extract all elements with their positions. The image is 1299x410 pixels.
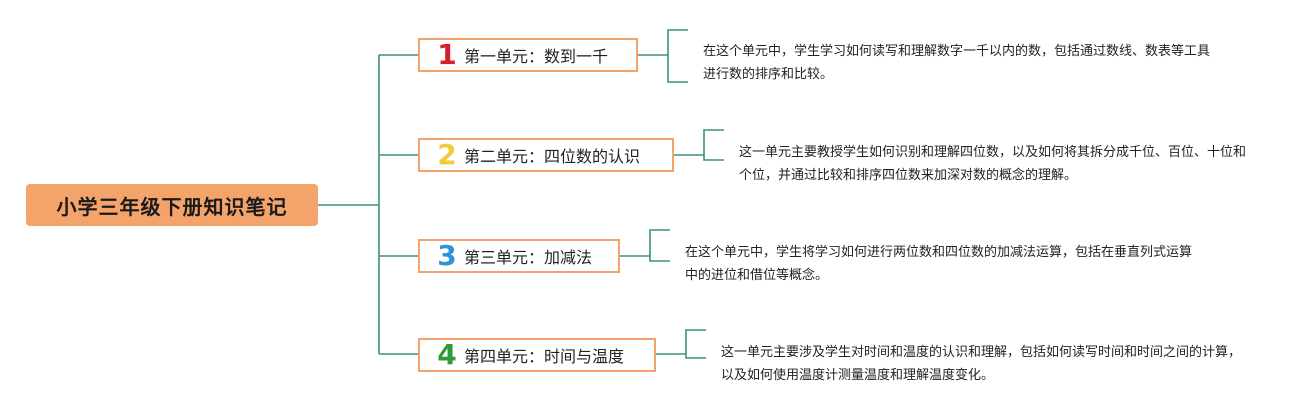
bracket-desc-4 (656, 329, 706, 359)
bracket-desc-2 (674, 129, 724, 161)
unit-number-4-icon: 4 (437, 338, 457, 371)
unit-description-3: 在这个单元中，学生将学习如何进行两位数和四位数的加减法运算，包括在垂直列式运算中… (685, 245, 1193, 283)
unit-label-3: 第三单元：加减法 (464, 248, 593, 267)
unit-node-3: 3 第三单元：加减法 (418, 239, 620, 273)
unit-node-2: 2 第二单元：四位数的认识 (418, 138, 674, 172)
bracket-desc-3 (620, 229, 670, 262)
unit-number-1-icon: 1 (437, 38, 457, 71)
root-topic: 小学三年级下册知识笔记 (26, 184, 318, 226)
unit-description-2: 这一单元主要教授学生如何识别和理解四位数，以及如何将其拆分成千位、百位、十位和个… (739, 145, 1247, 183)
unit-description-4: 这一单元主要涉及学生对时间和温度的认识和理解，包括如何读写时间和时间之间的计算，… (721, 345, 1242, 383)
root-title: 小学三年级下册知识笔记 (56, 194, 288, 219)
connector-trunk (318, 55, 380, 354)
unit-label-4: 第四单元：时间与温度 (464, 347, 625, 366)
unit-number-3-icon: 3 (437, 239, 457, 272)
unit-description-1: 在这个单元中，学生学习如何读写和理解数字一千以内的数，包括通过数线、数表等工具进… (703, 44, 1211, 82)
unit-node-1: 1 第一单元：数到一千 (418, 38, 638, 72)
unit-node-4: 4 第四单元：时间与温度 (418, 338, 656, 372)
unit-label-2: 第二单元：四位数的认识 (464, 147, 641, 166)
unit-number-2-icon: 2 (437, 138, 457, 171)
unit-label-1: 第一单元：数到一千 (464, 47, 609, 66)
bracket-desc-1 (638, 29, 688, 83)
